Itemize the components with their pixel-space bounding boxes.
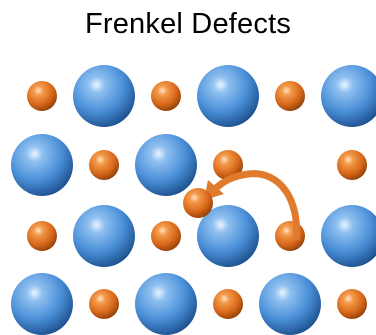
- anion-ion-r4-c5: [259, 273, 321, 335]
- diagram-title: Frenkel Defects: [84, 8, 292, 40]
- cation-ion-r3-c5: [275, 221, 305, 251]
- anion-ion-r3-c6: [321, 205, 376, 267]
- cation-ion-r1-c5: [275, 81, 305, 111]
- anion-ion-r4-c1: [11, 273, 73, 335]
- cation-ion-r2-c2: [89, 150, 119, 180]
- anion-ion-r3-c4: [197, 205, 259, 267]
- anion-ion-r3-c2: [73, 205, 135, 267]
- ions-layer: [11, 65, 376, 335]
- interstitial-layer: [183, 188, 213, 218]
- anion-ion-r1-c4: [197, 65, 259, 127]
- cation-ion-r1-c1: [27, 81, 57, 111]
- cation-ion-r1-c3: [151, 81, 181, 111]
- cation-ion-r2-c6: [337, 150, 367, 180]
- anion-ion-r2-c1: [11, 134, 73, 196]
- anion-ion-r1-c2: [73, 65, 135, 127]
- cation-ion-r4-c6: [337, 289, 367, 319]
- cation-ion-r3-c1: [27, 221, 57, 251]
- interstitial-cation: [183, 188, 213, 218]
- cation-ion-r3-c3: [151, 221, 181, 251]
- cation-ion-r4-c2: [89, 289, 119, 319]
- cation-ion-r2-c4: [213, 150, 243, 180]
- anion-ion-r1-c6: [321, 65, 376, 127]
- anion-ion-r2-c3: [135, 134, 197, 196]
- curved-arrow-icon: [211, 170, 301, 241]
- anion-ion-r4-c3: [135, 273, 197, 335]
- cation-ion-r4-c4: [213, 289, 243, 319]
